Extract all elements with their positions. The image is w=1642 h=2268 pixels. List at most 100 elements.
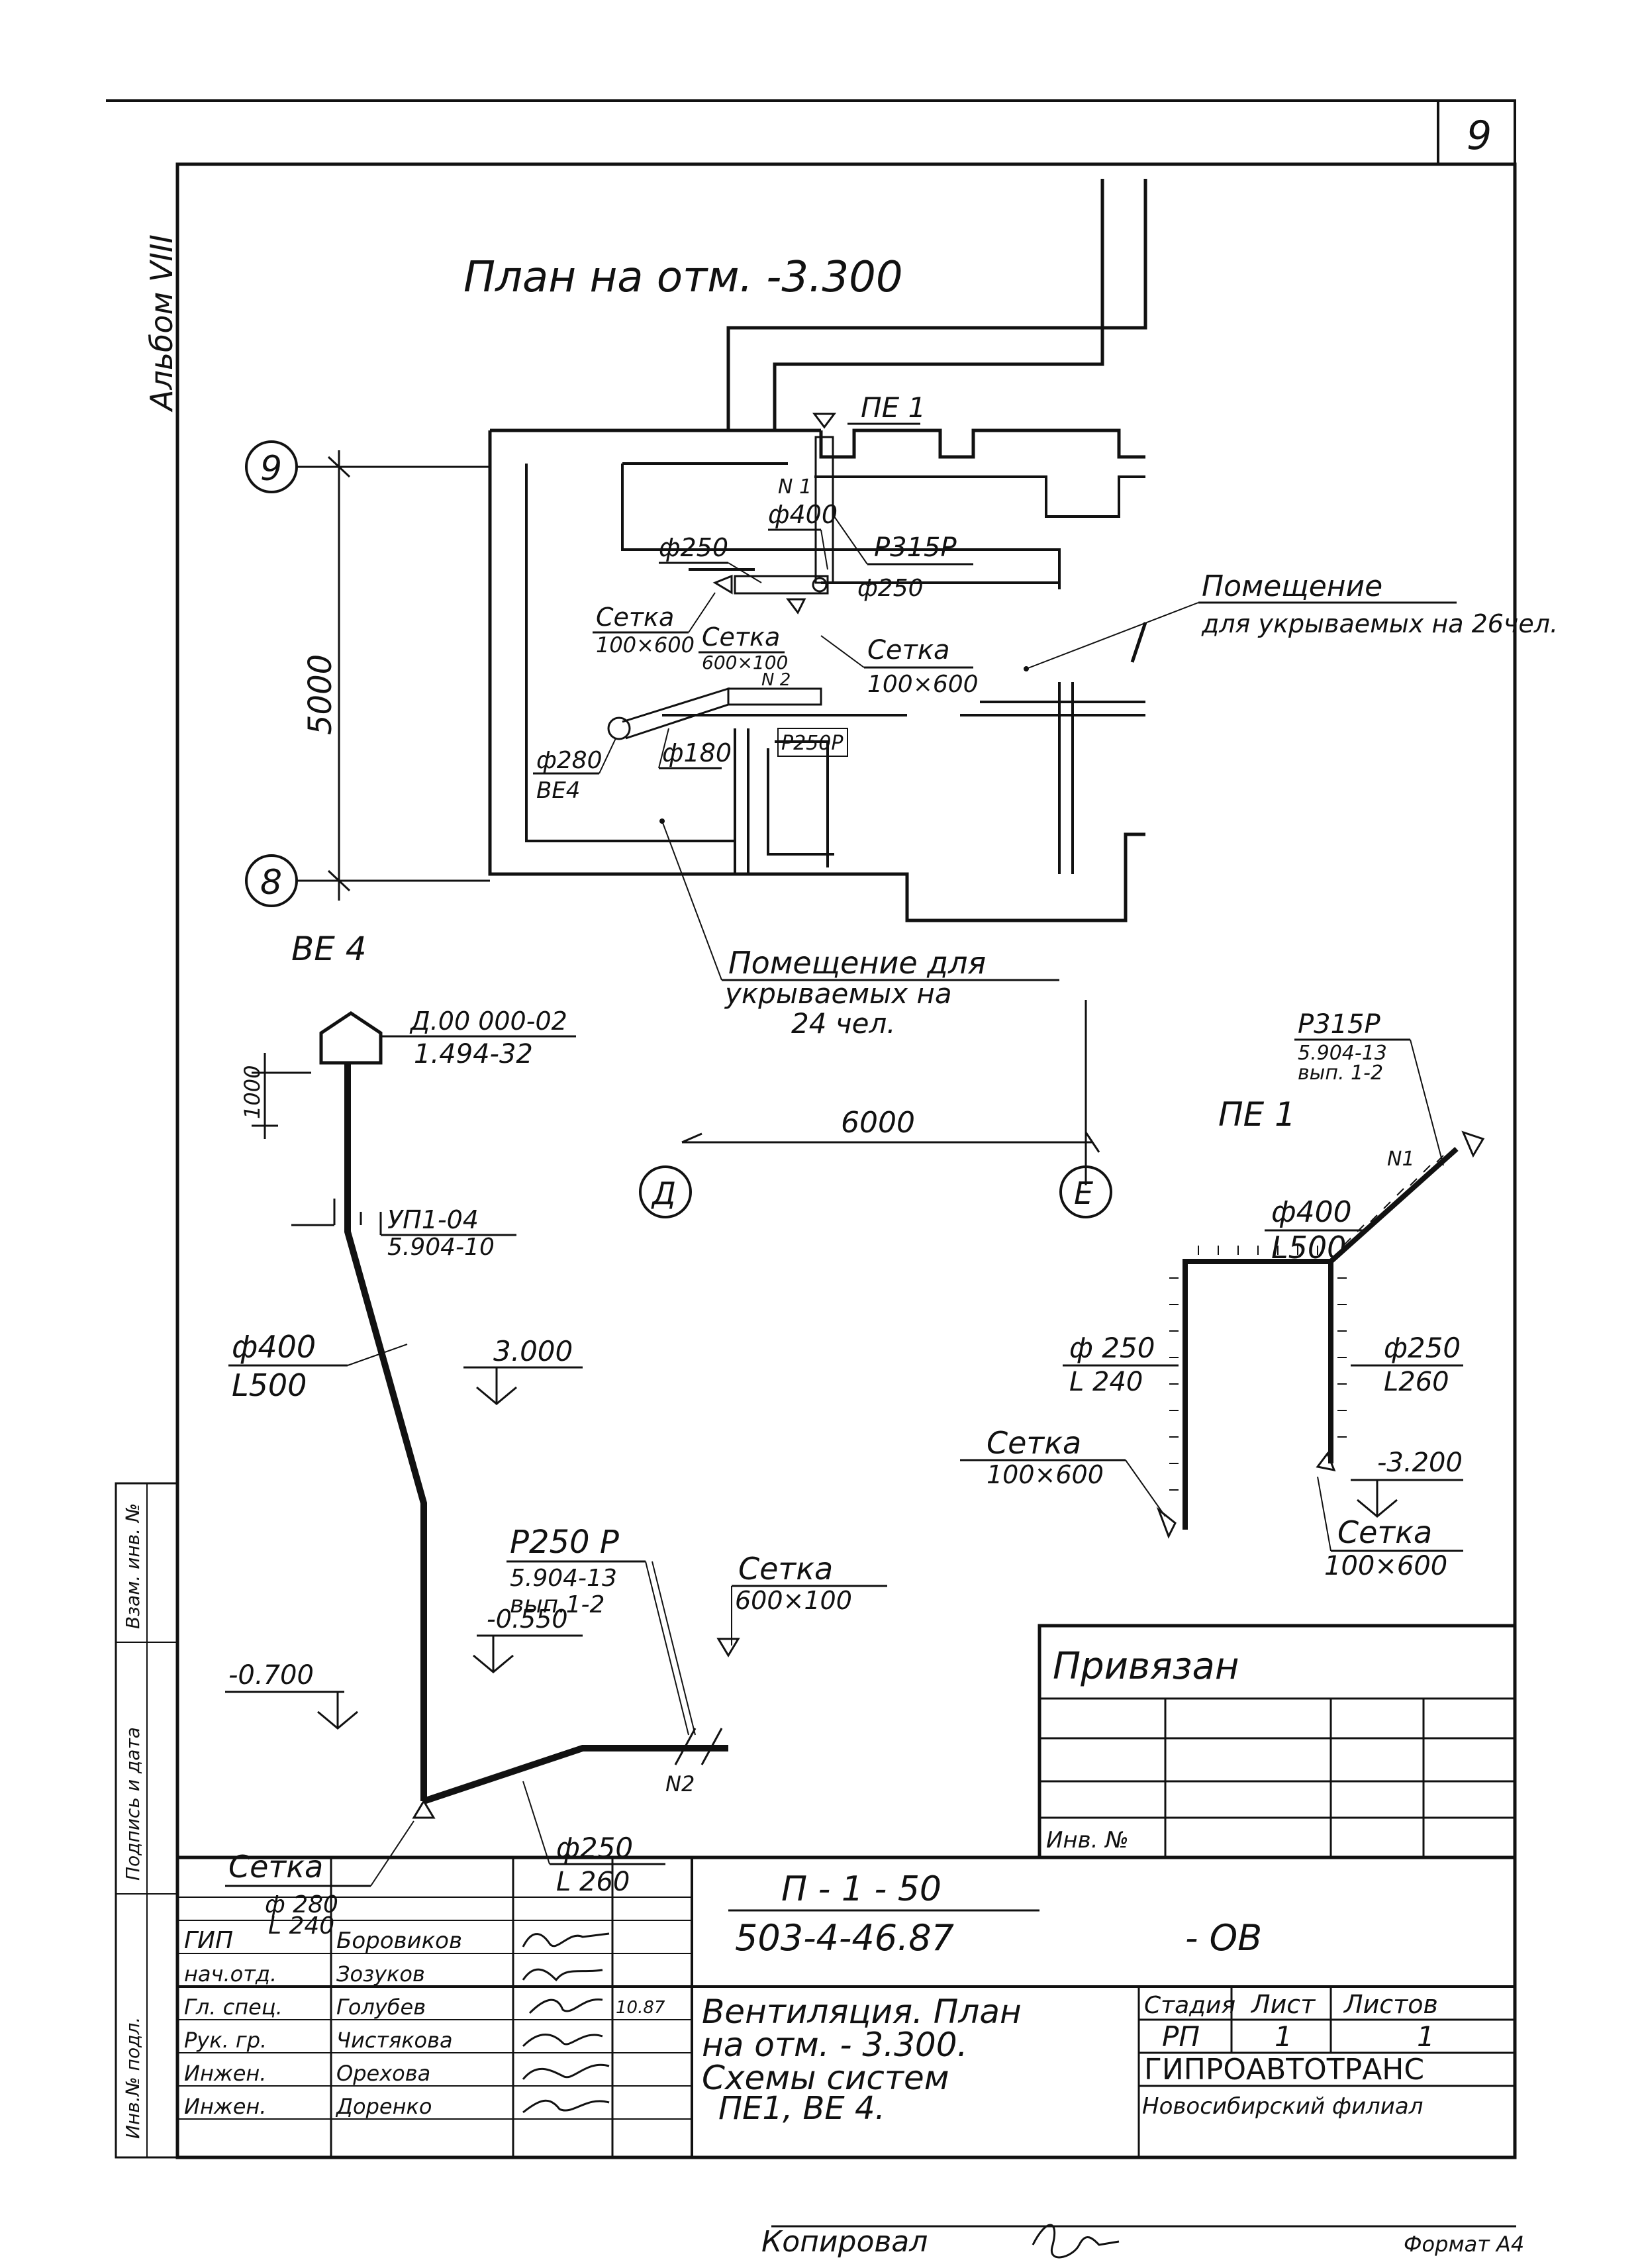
room2-label-1: Помещение для (728, 945, 986, 981)
stamp-col-stage: Стадия (1144, 1992, 1235, 2019)
side-label-replace-inv: Взам. инв. № (122, 1503, 144, 1629)
pe1-d400-1: ф400 (1271, 1195, 1352, 1229)
pe1-n1: N1 (1387, 1148, 1415, 1171)
stamp-role-4: Рук. гр. (184, 2028, 267, 2053)
axis-9-marker (245, 440, 490, 493)
axis-d-marker (639, 1165, 692, 1218)
copier-signature (1032, 2224, 1120, 2259)
stamp-name-4: Чистякова (336, 2028, 453, 2053)
dim-line-vertical (327, 450, 351, 901)
plan-grille2-size: 600×100 (702, 652, 788, 673)
be4-d250-1: ф250 (556, 1832, 633, 1864)
stamp-role-5: Инжен. (184, 2061, 266, 2086)
be4-n2: N2 (665, 1771, 695, 1797)
be4-up-label-1: УП1-04 (387, 1205, 479, 1234)
stamp-role-1: ГИП (184, 1927, 233, 1954)
stamp-privyazan: Привязан (1053, 1645, 1239, 1688)
be4-elev-0550: -0.550 (487, 1604, 568, 1634)
pe1-elev-3200: -3.200 (1377, 1448, 1463, 1478)
axis-8-label: 8 (260, 863, 282, 903)
axis-d-label: Д (651, 1175, 676, 1211)
stamp-doc-top: П - 1 - 50 (781, 1869, 942, 1909)
stamp-desc-4: ПЕ1, ВЕ 4. (718, 2090, 885, 2127)
be4-d400-1: ф400 (232, 1329, 316, 1365)
be4-dim-1000 (252, 1053, 311, 1139)
plan-grille3-title: Сетка (867, 635, 950, 666)
be4-cap-label-2: 1.494-32 (414, 1039, 533, 1069)
axis-e-label: Е (1074, 1175, 1093, 1211)
stamp-name-3: Голубев (336, 1995, 426, 2020)
be4-grille-bot-1: Сетка (228, 1849, 323, 1885)
dim-line-horizontal (681, 1000, 1100, 1185)
pe1-d250r-1: ф250 (1384, 1332, 1461, 1364)
be4-elev-0700: -0.700 (228, 1660, 314, 1691)
plan-grille1-size: 100×600 (596, 632, 695, 658)
stamp-name-1: Боровиков (336, 1928, 462, 1954)
plan-p315p: Р315Р (874, 532, 957, 563)
be4-grille-bot-2: ф 280 (265, 1891, 338, 1918)
side-stamp (115, 1482, 179, 2159)
stamp-doc-suffix: - ОВ (1185, 1917, 1262, 1959)
be4-grille-top-mark (716, 1638, 740, 1657)
plan-d280: ф280 (536, 747, 603, 774)
plan-d250: ф250 (659, 533, 728, 562)
pe1-grille-l-1: Сетка (987, 1425, 1081, 1461)
stamp-name-6: Доренко (335, 2094, 432, 2119)
side-label-inv-podl: Инв.№ подл. (122, 2017, 144, 2139)
plan-n1: N 1 (778, 475, 812, 499)
stamp-inv-no: Инв. № (1046, 1827, 1129, 1853)
pe1-p315-2: 5.904-13 (1298, 1042, 1387, 1065)
pe1-d250l-1: ф 250 (1069, 1332, 1155, 1364)
stamp-sheet: 1 (1275, 2020, 1292, 2053)
stamp-branch: Новосибирский филиал (1142, 2093, 1423, 2120)
plan-n2: N 2 (761, 670, 791, 690)
pe1-elev-3200-mark (1351, 1479, 1463, 1518)
plan-title: План на отм. -3.300 (463, 253, 903, 302)
stamp-desc-2: на отм. - 3.300. (702, 2026, 967, 2064)
stamp-desc-3: Схемы систем (702, 2059, 949, 2097)
stamp-role-3: Гл. спец. (184, 1995, 283, 2020)
plan-grille3-size: 100×600 (867, 671, 979, 698)
plan-ducts (607, 413, 836, 740)
plan-p250p: Р250Р (781, 732, 844, 755)
stamp-sheets: 1 (1417, 2020, 1435, 2053)
pe1-duct (1156, 1130, 1485, 1539)
be4-elev-0550-mark (473, 1634, 583, 1673)
plan-d180: ф180 (662, 738, 732, 767)
stamp-name-2: Зозуков (336, 1961, 425, 1987)
stamp-doc-bottom: 503-4-46.87 (735, 1917, 954, 1959)
stamp-desc-1: Вентиляция. План (702, 1993, 1022, 2031)
pe1-title: ПЕ 1 (1218, 1095, 1296, 1134)
be4-elev-0700-mark (225, 1691, 358, 1730)
axis-9-label: 9 (260, 449, 282, 489)
dim-6000: 6000 (841, 1106, 915, 1140)
pe1-grille-r-1: Сетка (1337, 1514, 1432, 1550)
stamp-signatures (522, 1932, 610, 2114)
plan-grille1-title: Сетка (596, 603, 674, 632)
pe1-grille-l-2: 100×600 (987, 1460, 1104, 1489)
pe1-grille-r-2: 100×600 (1324, 1551, 1447, 1581)
room1-label-1: Помещение (1202, 569, 1382, 603)
stamp-stage: РП (1162, 2020, 1200, 2053)
be4-duct (291, 1011, 728, 1819)
stamp-date-note: 10.87 (616, 1998, 665, 2018)
be4-grille-top-2: 600×100 (735, 1586, 852, 1615)
room1-leader-dot (1024, 666, 1029, 671)
page-number: 9 (1467, 113, 1492, 159)
room2-label-2: укрываемых на (724, 977, 952, 1010)
room2-leader-dot (659, 818, 665, 824)
be4-title: ВЕ 4 (291, 930, 367, 968)
plan-grille2-title: Сетка (702, 622, 780, 652)
pe1-d400-2: L500 (1271, 1230, 1346, 1265)
be4-elev-3000: 3.000 (493, 1335, 573, 1367)
be4-cap-label-1: Д.00 000-02 (409, 1007, 567, 1036)
plan-d400: ф400 (768, 500, 838, 529)
axis-8-marker (245, 854, 490, 907)
pe1-p315-1: Р315Р (1298, 1009, 1380, 1040)
plan-walls (488, 179, 1147, 922)
footer-copied: Копировал (761, 2225, 928, 2259)
stamp-role-6: Инжен. (184, 2094, 266, 2119)
album-label: Альбом VIII (144, 234, 179, 413)
footer-format: Формат А4 (1404, 2232, 1524, 2257)
